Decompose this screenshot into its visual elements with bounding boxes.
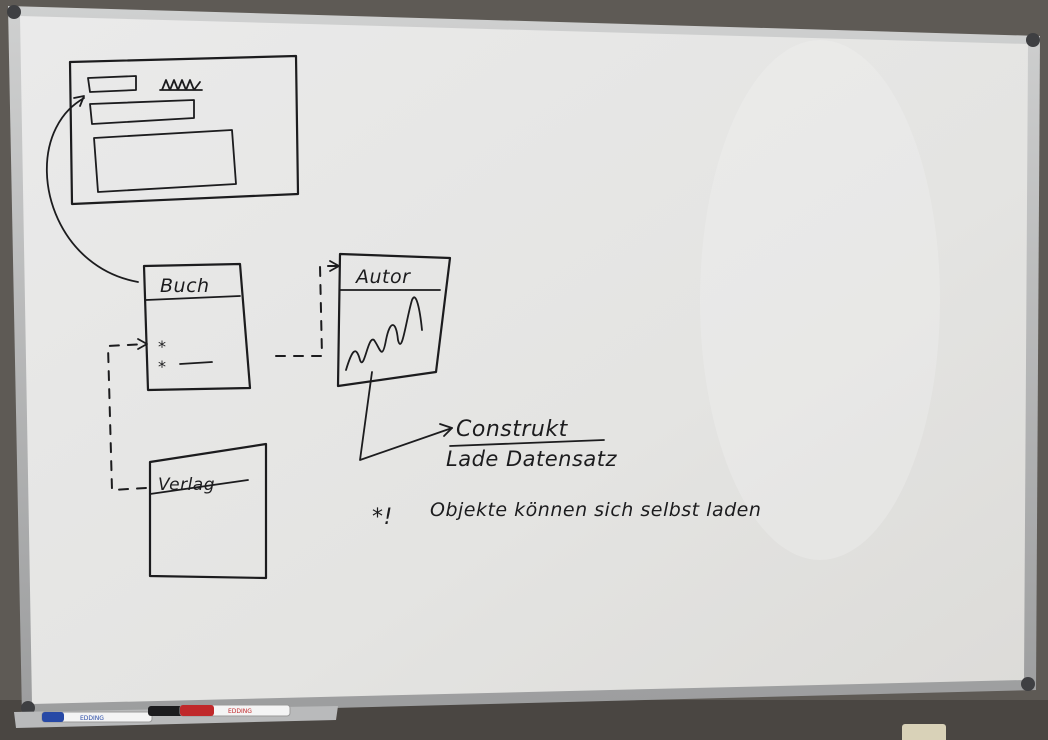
association-buch-autor [275, 265, 339, 357]
footnote-mark: *! [372, 505, 393, 530]
blue-marker[interactable]: EDDING [41, 711, 153, 723]
verlag-title: Verlag [158, 475, 215, 495]
blue-marker-label: EDDING [80, 715, 104, 722]
corner-cap-top-left [7, 5, 21, 19]
red-marker[interactable]: EDDING [179, 704, 291, 717]
autor-squiggle-content [345, 296, 423, 371]
arrow-head-mockup [73, 95, 85, 107]
arrow-head-buch [137, 338, 148, 350]
whiteboard-surface [20, 16, 1028, 704]
construct-label: Construkt [456, 417, 569, 442]
class-box-buch: Buch * * [142, 262, 252, 392]
load-record-label: Lade Datensatz [446, 447, 618, 471]
corner-cap-top-right [1026, 33, 1040, 47]
autor-title: Autor [354, 266, 411, 288]
arrow-head-construct [439, 423, 453, 437]
red-marker-label: EDDING [228, 708, 252, 715]
mockup-zigzag-icon [159, 79, 203, 91]
class-box-autor: Autor [336, 252, 452, 388]
construct-note: Construkt Lade Datensatz [359, 371, 618, 471]
mockup-window-frame [68, 54, 300, 206]
buch-field-2: * [158, 357, 167, 376]
ui-mockup-sketch [45, 54, 300, 283]
light-reflection [700, 40, 940, 560]
mockup-content-area [93, 129, 237, 193]
footnote-text: Objekte können sich selbst laden [430, 499, 761, 521]
buch-title-divider [145, 295, 241, 301]
arrow-head-autor [329, 260, 340, 272]
arrow-curve-buch-to-mockup [45, 97, 139, 283]
corner-cap-bottom-left [21, 701, 35, 715]
corner-cap-bottom-right [1021, 677, 1035, 691]
mockup-field-small [87, 75, 137, 93]
arrow-autor-to-construct [359, 371, 453, 461]
autor-box-outline [336, 252, 452, 388]
association-lines [106, 260, 340, 492]
buch-field-1: * [158, 337, 167, 356]
buch-title: Buch [160, 275, 210, 297]
verlag-box-outline [148, 442, 268, 580]
wall-socket [902, 724, 946, 740]
verlag-title-divider [149, 479, 249, 495]
footnote: *! Objekte können sich selbst laden [372, 499, 761, 530]
association-buch-verlag [106, 343, 147, 492]
black-marker[interactable] [148, 706, 188, 716]
buch-box-outline [142, 262, 252, 392]
class-box-verlag: Verlag [148, 442, 268, 580]
buch-field-2-line [179, 361, 213, 365]
construct-underline [449, 439, 605, 447]
mockup-input-field [89, 99, 195, 125]
